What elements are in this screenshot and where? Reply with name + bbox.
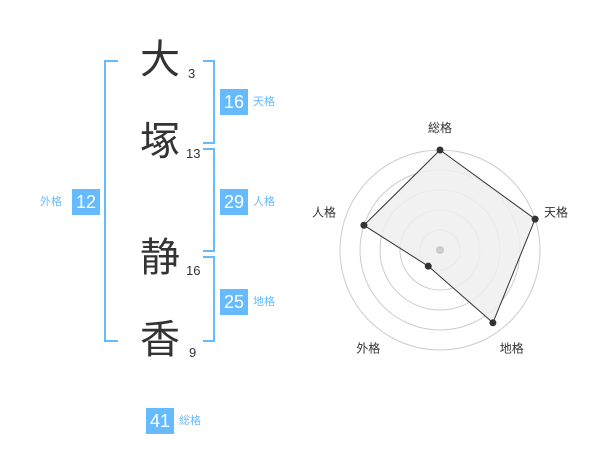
radar-point-2 [531,215,539,223]
ten-bracket [203,60,215,144]
gai-label: 外格 [40,195,62,208]
gai-value-badge: 12 [72,189,100,215]
radar-point-3 [489,319,497,327]
stroke-count-4: 9 [189,345,197,360]
radar-point-4 [424,262,432,270]
jin-value-badge: 29 [220,189,248,215]
radar-axis-label-2: 天格 [544,204,568,219]
chi-label: 地格 [253,295,275,308]
ten-value-badge: 16 [220,89,248,115]
chi-value-badge: 25 [220,289,248,315]
name-char-4: 香 [140,317,180,363]
radar-axis-label-4: 外格 [356,341,380,356]
ten-label: 天格 [253,95,275,108]
gai-bracket [104,60,118,342]
radar-axis-label-3: 地格 [500,341,524,356]
radar-center-dot [436,246,444,254]
radar-axis-label-5: 人格 [312,204,336,219]
stroke-count-2: 13 [186,146,201,161]
radar-point-5 [360,221,368,229]
radar-axis-label-1: 総格 [428,120,452,135]
sou-label: 総格 [179,414,201,427]
chi-bracket [203,256,215,342]
radar-series-polygon [363,149,536,324]
name-char-2: 塚 [140,119,180,165]
radar-point-1 [436,146,444,154]
stroke-count-3: 16 [186,263,201,278]
name-char-1: 大 [140,37,180,83]
stroke-count-1: 3 [188,66,196,81]
jin-bracket [203,148,215,252]
name-char-3: 静 [140,235,180,281]
sou-value-badge: 41 [146,408,174,434]
jin-label: 人格 [253,195,275,208]
